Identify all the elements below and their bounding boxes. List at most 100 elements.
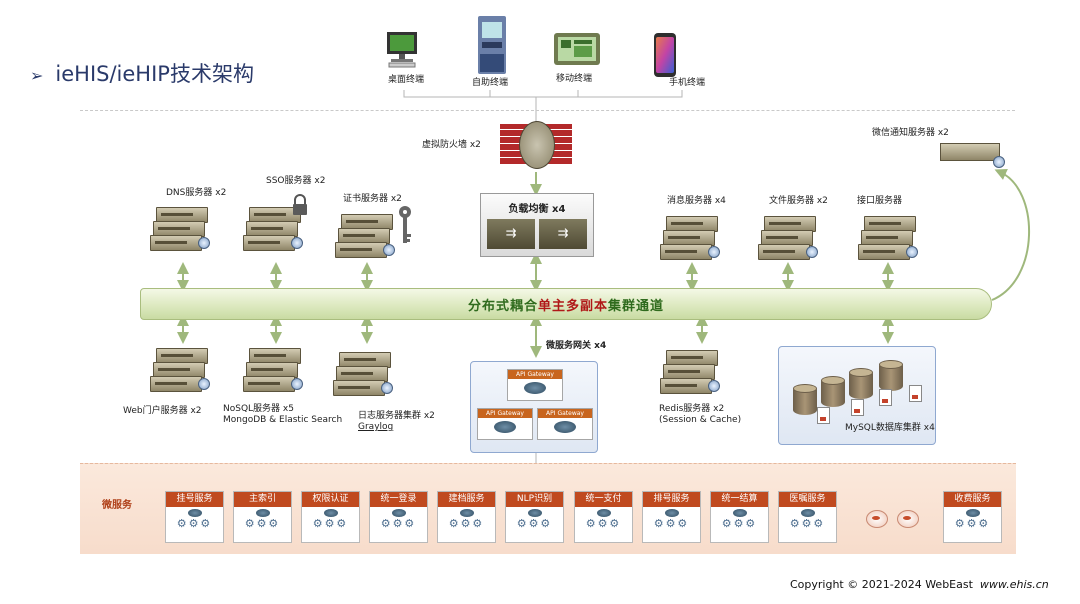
message-server-label: 消息服务器 x4 [667, 196, 726, 206]
interface-server-label: 接口服务器 [857, 196, 903, 206]
divider-top [80, 110, 1015, 111]
router-icon [187, 509, 202, 517]
dns-server-icon [150, 203, 216, 253]
router-icon [255, 509, 270, 517]
gateway-label: 微服务网关 x4 [546, 341, 607, 351]
service-card: 挂号服务⚙⚙⚙ [165, 491, 224, 543]
desktop-computer-icon [383, 30, 423, 74]
web-portal-server-icon [150, 344, 216, 394]
router-icon [391, 509, 406, 517]
key-icon [397, 204, 413, 250]
api-gateway-card: API Gateway [537, 408, 593, 440]
service-badge-icon [866, 510, 888, 528]
smartphone-icon [652, 32, 678, 82]
bus-label-b: 单主多副本 [537, 299, 608, 314]
dns-server-label: DNS服务器 x2 [166, 188, 227, 198]
load-balancer-unit-icon: ⇉ [487, 219, 535, 249]
gear-icon: ⚙⚙⚙ [789, 517, 826, 530]
interface-server-icon [858, 212, 924, 262]
load-balancer-unit-icon: ⇉ [539, 219, 587, 249]
copyright-text: Copyright © 2021-2024 WebEast [790, 578, 973, 591]
router-icon [596, 509, 611, 517]
router-icon [459, 509, 474, 517]
gear-icon: ⚙⚙⚙ [585, 517, 622, 530]
router-icon [554, 421, 576, 433]
file-server-icon [758, 212, 824, 262]
api-gateway-card: API Gateway [477, 408, 533, 440]
router-icon [323, 509, 338, 517]
load-balancer-label: 负载均衡 x4 [508, 204, 566, 215]
service-card: 权限认证⚙⚙⚙ [301, 491, 360, 543]
redis-server-icon [660, 346, 726, 396]
nosql-server-label: NoSQL服务器 x5 [223, 404, 294, 414]
message-server-icon [660, 212, 726, 262]
document-icon [851, 399, 864, 416]
gear-icon: ⚙⚙⚙ [244, 517, 281, 530]
router-icon [494, 421, 516, 433]
bullet-arrow-icon: ➢ [30, 66, 44, 85]
cluster-bus-pipe: 分布式耦合单主多副本集群通道 [140, 288, 992, 320]
kiosk-icon [474, 14, 510, 80]
gateway-panel: API Gateway API Gateway API Gateway [470, 361, 598, 453]
gear-icon: ⚙⚙⚙ [312, 517, 349, 530]
tablet-icon [552, 31, 602, 71]
firewall-router-icon [519, 121, 555, 169]
gear-icon: ⚙⚙⚙ [653, 517, 690, 530]
redis-server-sublabel: (Session & Cache) [659, 415, 742, 425]
service-card: 建档服务⚙⚙⚙ [437, 491, 496, 543]
microservices-label: 微服务 [102, 500, 132, 511]
gear-icon: ⚙⚙⚙ [721, 517, 758, 530]
padlock-icon [291, 194, 309, 220]
gear-icon: ⚙⚙⚙ [954, 517, 991, 530]
gear-icon: ⚙⚙⚙ [448, 517, 485, 530]
log-server-label: 日志服务器集群 x2 [358, 411, 435, 421]
bus-label-c: 集群通道 [608, 299, 665, 314]
service-card: 医嘱服务⚙⚙⚙ [778, 491, 837, 543]
mysql-cluster-panel: MySQL数据库集群 x4 [778, 346, 936, 445]
service-card: 统一结算⚙⚙⚙ [710, 491, 769, 543]
document-icon [909, 385, 922, 402]
service-card: NLP识别⚙⚙⚙ [505, 491, 564, 543]
router-icon [732, 509, 747, 517]
nosql-server-sublabel: MongoDB & Elastic Search [223, 415, 343, 425]
api-gateway-card: API Gateway [507, 369, 563, 401]
sso-server-icon [243, 203, 309, 253]
redis-server-label: Redis服务器 x2 [659, 404, 725, 414]
terminal-phone-label: 手机终端 [669, 78, 706, 88]
service-badge-icon [897, 510, 919, 528]
slide-title: ➢ ieHIS/ieHIP技术架构 [30, 58, 254, 88]
document-icon [879, 389, 892, 406]
gear-icon: ⚙⚙⚙ [380, 517, 417, 530]
router-icon [664, 509, 679, 517]
wechat-server-label: 微信通知服务器 x2 [872, 128, 949, 138]
log-server-sublabel: Graylog [358, 422, 394, 432]
copyright: Copyright © 2021-2024 WebEast www.ehis.c… [790, 578, 1049, 591]
cert-server-label: 证书服务器 x2 [343, 194, 402, 204]
router-icon [800, 509, 815, 517]
load-balancer: 负载均衡 x4 ⇉ ⇉ [480, 193, 594, 257]
cert-server-icon [335, 210, 401, 260]
database-icon [879, 360, 903, 391]
service-card: 排号服务⚙⚙⚙ [642, 491, 701, 543]
service-card: 收费服务⚙⚙⚙ [943, 491, 1002, 543]
service-card: 统一支付⚙⚙⚙ [574, 491, 633, 543]
bus-label-a: 分布式耦合 [467, 299, 538, 314]
website-link[interactable]: www.ehis.cn [979, 578, 1049, 591]
service-card: 统一登录⚙⚙⚙ [369, 491, 428, 543]
nosql-server-icon [243, 344, 309, 394]
slide-title-text: ieHIS/ieHIP技术架构 [55, 62, 254, 86]
database-icon [821, 376, 845, 407]
database-icon [849, 368, 873, 399]
router-icon [524, 382, 546, 394]
document-icon [817, 407, 830, 424]
router-icon [527, 509, 542, 517]
database-icon [793, 384, 817, 415]
gear-icon: ⚙⚙⚙ [516, 517, 553, 530]
terminal-kiosk-label: 自助终端 [472, 78, 509, 88]
firewall-label: 虚拟防火墙 x2 [422, 140, 481, 150]
router-icon [965, 509, 980, 517]
terminal-desktop-label: 桌面终端 [388, 75, 425, 85]
log-server-icon [333, 348, 399, 398]
terminal-mobile-label: 移动终端 [556, 74, 593, 84]
